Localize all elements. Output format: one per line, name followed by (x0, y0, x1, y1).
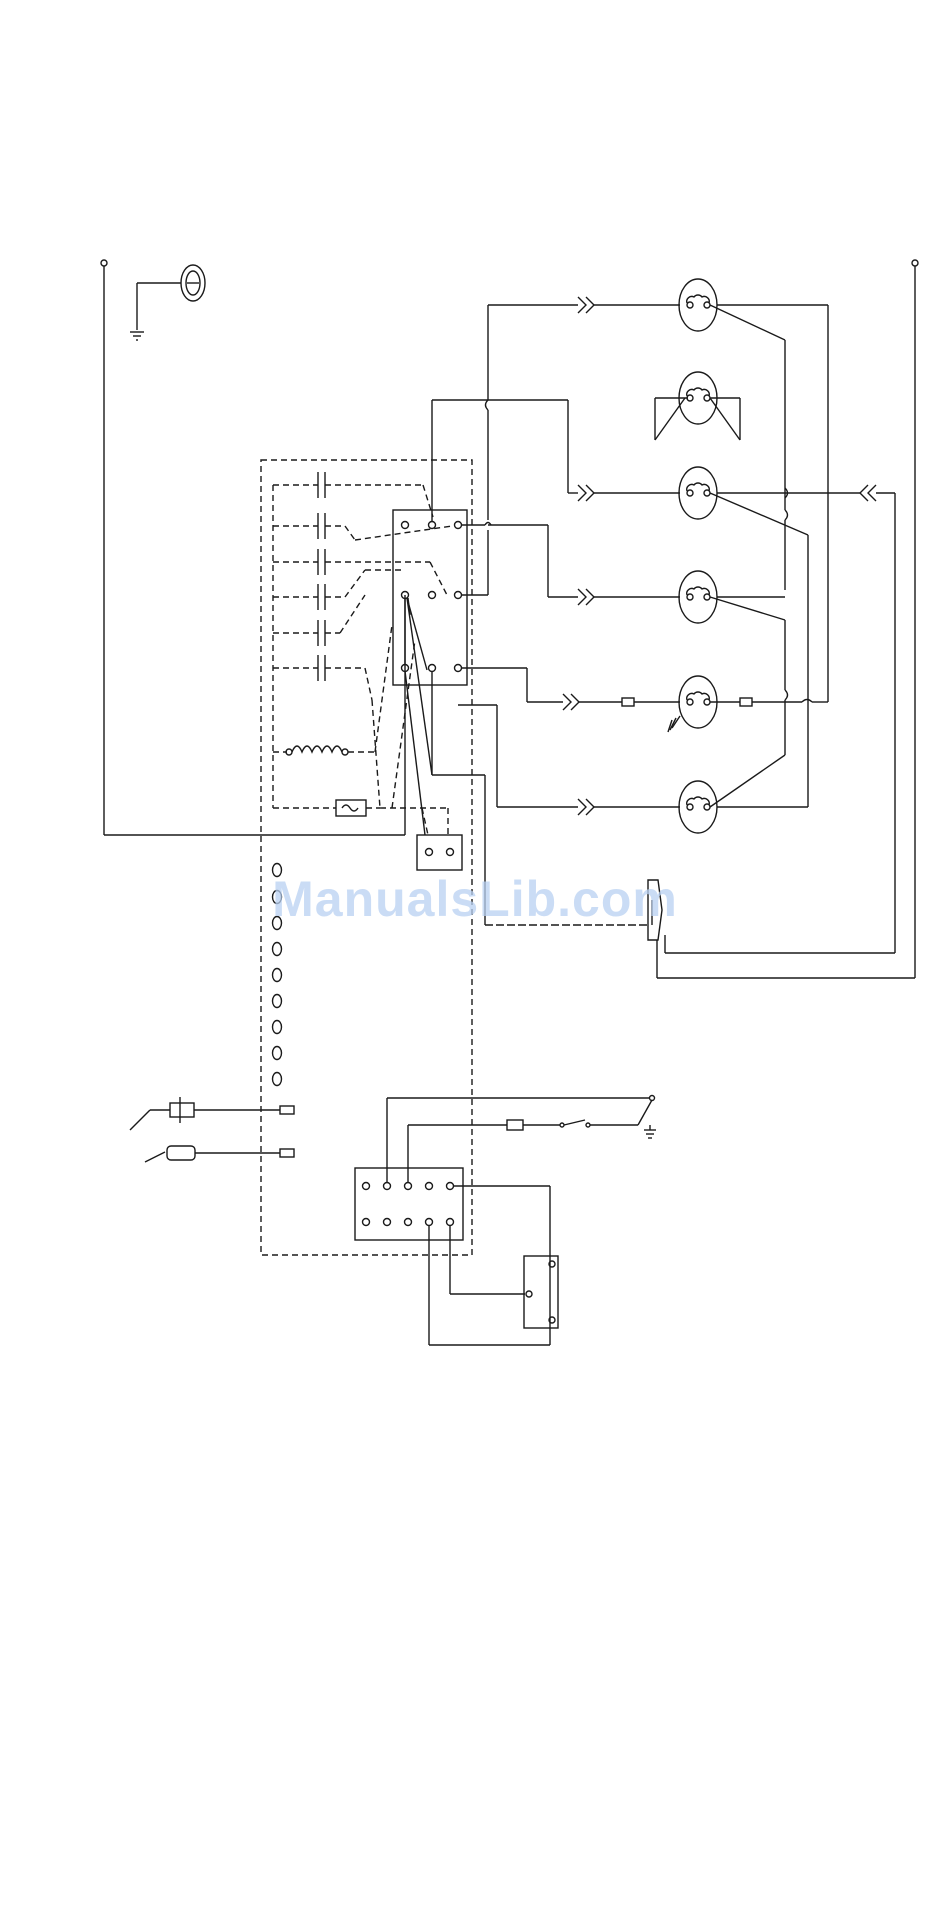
power-terminal-left (101, 260, 405, 835)
power-terminal-right (657, 260, 918, 978)
ground-symbol (130, 332, 144, 340)
selector-switch (393, 510, 648, 925)
control-panel-dashed-box (261, 460, 472, 1255)
probe-sensors (130, 1097, 294, 1162)
lamp-sockets (668, 279, 717, 833)
door-switch (648, 880, 662, 940)
capacitors (273, 472, 452, 808)
lamp-wiring (655, 305, 860, 807)
relay (524, 1256, 558, 1328)
output-terminal-block (417, 835, 462, 870)
terminal-block (355, 1096, 656, 1346)
wire-connectors (563, 297, 895, 953)
indicator-lights (273, 864, 282, 1086)
wire-bus (432, 305, 578, 807)
receptacle (137, 265, 205, 330)
